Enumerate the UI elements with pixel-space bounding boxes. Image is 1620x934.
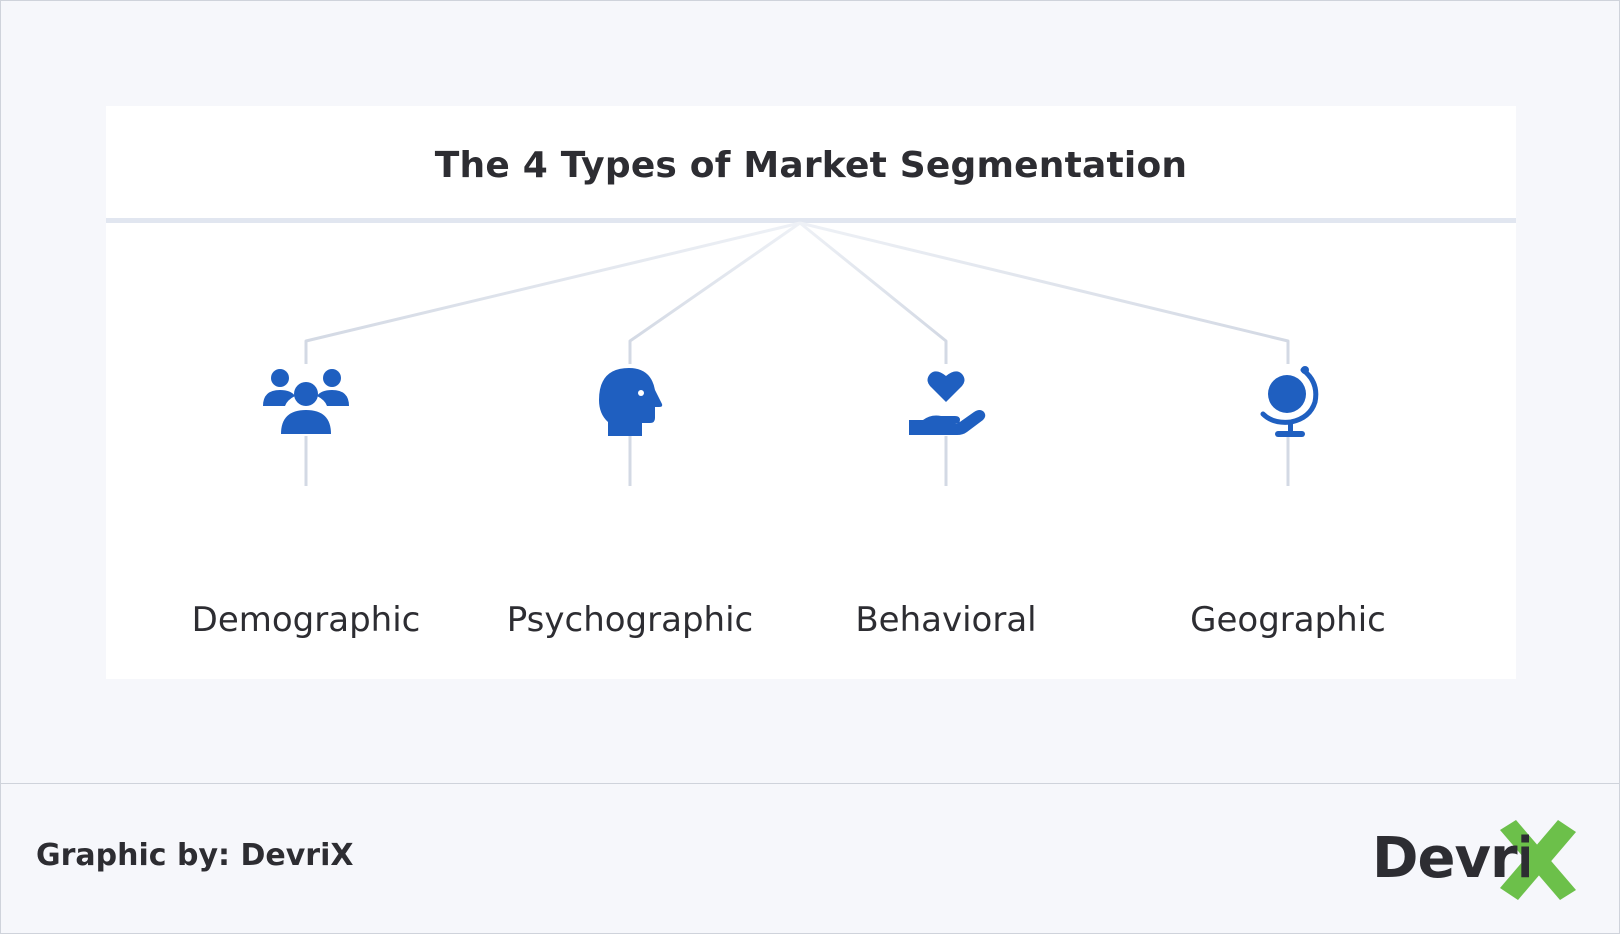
segment-behavioral: Behavioral <box>786 364 1106 640</box>
segment-label: Psychographic <box>506 600 754 640</box>
segment-label: Geographic <box>1190 600 1386 640</box>
connector-demographic <box>304 221 801 364</box>
heart-hand-icon <box>909 371 986 435</box>
graphic-credit: Graphic by: DevriX <box>36 838 354 873</box>
segment-demographic: Demographic <box>146 364 466 640</box>
group-icon <box>263 369 349 434</box>
brand-wordmark: DevriX <box>1372 826 1577 891</box>
brand-x-mark <box>1500 820 1576 900</box>
globe-icon <box>1260 366 1319 437</box>
diagram-card: The 4 Types of Market Segmentation <box>106 106 1516 679</box>
title-divider <box>106 218 1516 223</box>
connector-geographic <box>799 221 1290 364</box>
segment-psychographic: Psychographic <box>470 364 790 640</box>
devrix-logo: DevriX <box>1372 820 1592 900</box>
footer-divider <box>0 783 1620 784</box>
connector-psychographic <box>628 221 801 364</box>
head-profile-icon <box>599 368 663 436</box>
diagram-title: The 4 Types of Market Segmentation <box>434 145 1188 186</box>
segment-geographic: Geographic <box>1128 364 1448 640</box>
segment-label: Demographic <box>191 600 421 640</box>
connector-behavioral <box>799 221 948 364</box>
segment-label: Behavioral <box>855 600 1037 640</box>
